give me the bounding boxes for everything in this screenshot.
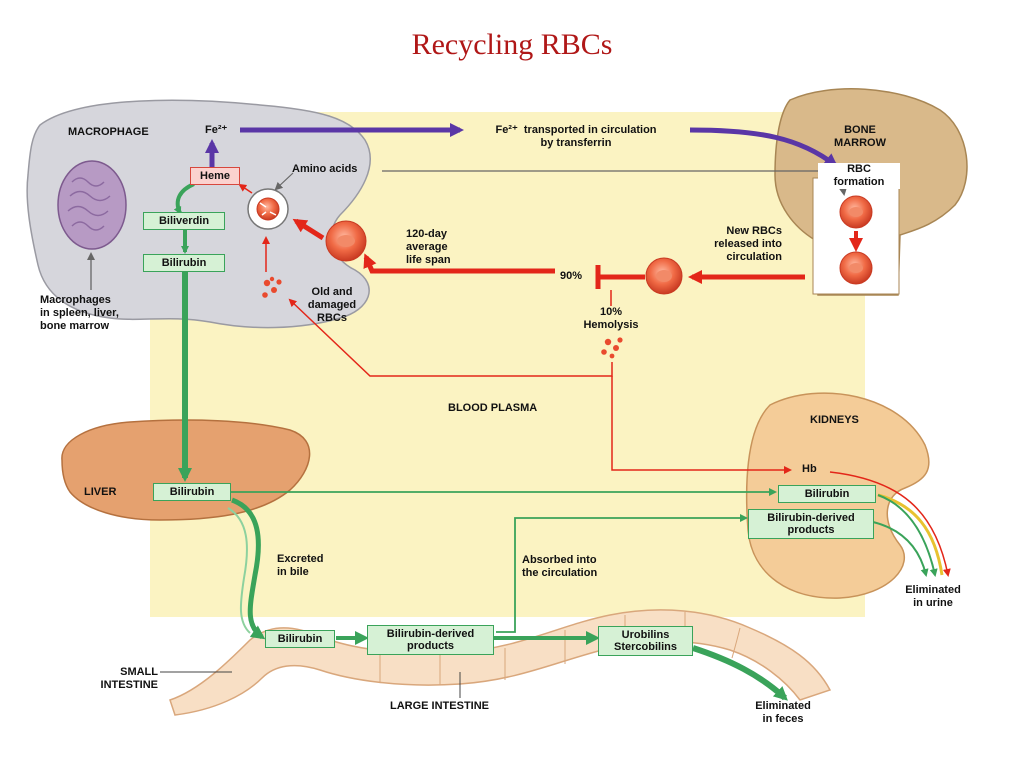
small-intestine-label: SMALL INTESTINE (100, 666, 158, 691)
macrophage-nucleus (57, 160, 127, 250)
fe-transport-label: Fe²⁺ transported in circulation by trans… (495, 124, 657, 149)
green-arrow-absorbed (496, 514, 748, 633)
hemolysis-fragments (601, 337, 623, 359)
bilirubin-intestine-box: Bilirubin (265, 630, 335, 648)
green-arrow-bile (231, 497, 266, 640)
urobilins-stercobilins-box: Urobilins Stercobilins (598, 626, 693, 656)
biliverdin-box: Biliverdin (143, 212, 225, 230)
urine-line-green-2 (872, 521, 929, 577)
hb-label: Hb (802, 463, 817, 475)
urine-line-yellow (877, 493, 944, 576)
iron-arrow-to-marrow (689, 127, 839, 168)
bilirubin-kidney-box: Bilirubin (778, 485, 876, 503)
blood-plasma-label: BLOOD PLASMA (448, 402, 538, 414)
bilirubin-derived-kidney-box: Bilirubin-derived products (748, 509, 874, 539)
fe-macrophage-label: Fe²⁺ (205, 124, 228, 136)
old-rbc-fragments (262, 276, 282, 298)
absorbed-label: Absorbed into the circulation (522, 554, 598, 579)
new-rbcs-label: New RBCs released into circulation (714, 225, 782, 263)
red-arrow-vesicle-heme (238, 183, 253, 194)
large-intestine-label: LARGE INTESTINE (390, 700, 490, 712)
red-arrow-90 (363, 253, 555, 274)
amino-acids-label: Amino acids (292, 163, 358, 175)
eliminated-urine-label: Eliminated in urine (905, 584, 961, 609)
red-arrow-hemolysis-macrophage (288, 298, 613, 377)
heme-box: Heme (190, 167, 240, 185)
red-arrow-hb (611, 376, 792, 474)
kidneys-label: KIDNEYS (810, 414, 859, 426)
green-arrow-feces (692, 645, 788, 701)
red-arrow-to-vesicle (292, 218, 325, 241)
excreted-bile-label: Excreted in bile (277, 553, 324, 578)
urine-line-green-1 (877, 494, 938, 577)
hemolysis-label: 10% Hemolysis (583, 306, 639, 331)
bilirubin-derived-intestine-box: Bilirubin-derived products (367, 625, 494, 655)
page-title: Recycling RBCs (411, 28, 613, 61)
bilirubin-macrophage-box: Bilirubin (143, 254, 225, 272)
rbc-formation-label: RBC formation (818, 163, 900, 189)
macrophages-location-label: Macrophages in spleen, liver, bone marro… (40, 294, 119, 332)
eliminated-feces-label: Eliminated in feces (755, 700, 811, 725)
red-urine-line (829, 471, 951, 577)
bilirubin-liver-box: Bilirubin (153, 483, 231, 501)
amino-acids-pointer (274, 172, 294, 191)
liver-label: LIVER (84, 486, 117, 498)
old-damaged-rbcs-label: Old and damaged RBCs (307, 286, 357, 324)
green-arrow-heme-biliverdin (173, 182, 195, 215)
percent-90-label: 90% (560, 270, 583, 283)
bone-marrow-label: BONE MARROW (834, 124, 886, 149)
lifespan-label: 120-day average life span (406, 228, 451, 266)
macrophage-label: MACROPHAGE (68, 126, 149, 138)
